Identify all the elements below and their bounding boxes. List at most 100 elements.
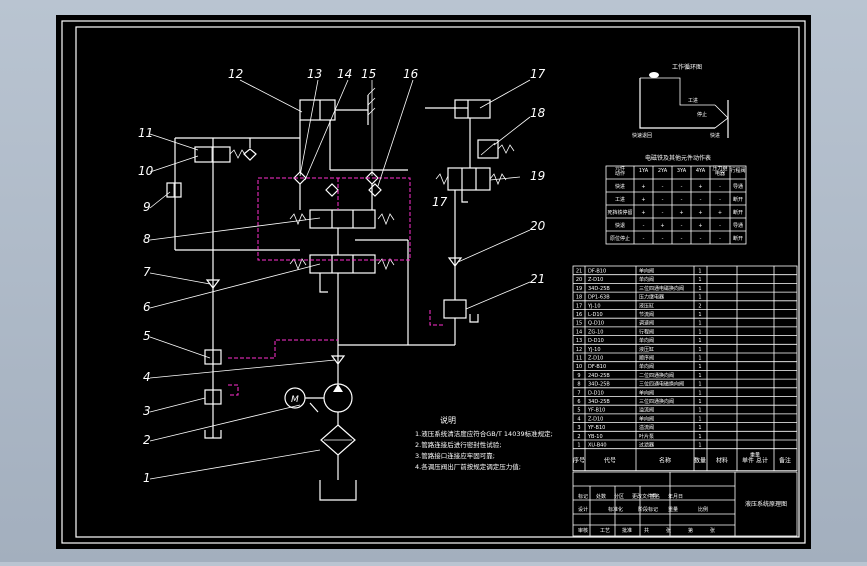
parts-row-number: 18 xyxy=(576,295,582,301)
note-line: 1.液压系统清洁度应符合GB/T 14039标准规定; xyxy=(415,429,553,438)
action-table-cell: + xyxy=(679,210,683,216)
title-block-cell: 审核 xyxy=(578,527,588,534)
label-7: 7 xyxy=(143,265,151,279)
parts-row-number: 12 xyxy=(576,347,582,353)
action-table-cell: - xyxy=(681,236,683,242)
parts-header-cell: 名称 xyxy=(659,457,671,465)
parts-row-name: 单向阀 xyxy=(639,363,654,370)
parts-row-number: 6 xyxy=(577,399,580,405)
label-10: 10 xyxy=(138,164,154,178)
parts-row-number: 19 xyxy=(576,286,582,292)
action-table-cell: + xyxy=(698,223,702,229)
title-block-cell: 比例 xyxy=(698,506,708,513)
title-block-cell: 工艺 xyxy=(600,528,610,534)
parts-row-number: 8 xyxy=(577,382,580,388)
parts-row-name: 溢流阀 xyxy=(639,407,654,414)
parts-row-qty: 1 xyxy=(698,373,701,379)
parts-row-code: Q-D10 xyxy=(588,321,604,327)
cycle-title: 工作循环图 xyxy=(672,63,702,71)
parts-row-code: L-D10 xyxy=(588,312,603,318)
parts-row-number: 14 xyxy=(576,329,582,335)
parts-row-number: 21 xyxy=(576,269,582,275)
action-table-cell: 断开 xyxy=(733,196,743,203)
parts-row-qty: 1 xyxy=(698,390,701,396)
parts-header-cell: 材料 xyxy=(716,457,728,465)
action-table-cell: - xyxy=(662,236,664,242)
action-table-header-cell: 3YA xyxy=(677,168,687,174)
action-table-cell: - xyxy=(681,197,683,203)
parts-row-number: 7 xyxy=(577,390,580,396)
action-table-cell: + xyxy=(660,223,664,229)
parts-row-qty: 1 xyxy=(698,425,701,431)
pilot-lines xyxy=(228,177,444,396)
action-table-cell: - xyxy=(719,197,721,203)
parts-row-name: 顺序阀 xyxy=(639,355,654,362)
action-table-cell: - xyxy=(662,184,664,190)
title-block-cell: 更改文件号 xyxy=(632,493,657,500)
parts-row-number: 11 xyxy=(576,356,582,362)
parts-row-name: 液压缸 xyxy=(639,302,654,309)
parts-row-qty: 1 xyxy=(698,277,701,283)
title-block-cell: 设计 xyxy=(578,506,588,513)
parts-row-qty: 1 xyxy=(698,382,701,388)
label-17b: 17 xyxy=(432,195,448,209)
parts-row-name: 行程阀 xyxy=(639,328,654,335)
parts-header-cell: 单件 xyxy=(742,457,754,465)
parts-row-code: 34D-25B xyxy=(588,399,610,405)
action-table-cell: - xyxy=(719,236,721,242)
parts-row-code: 34D-25B xyxy=(588,286,610,292)
action-table-header-cell: 行程阀 xyxy=(730,167,745,174)
label-18: 18 xyxy=(530,106,546,120)
title-block-cell: 张 xyxy=(666,527,671,534)
action-table-cell: + xyxy=(698,210,702,216)
parts-row-code: DP1-63B xyxy=(588,295,610,301)
parts-row-qty: 1 xyxy=(698,347,701,353)
action-table-cell: - xyxy=(643,223,645,229)
cycle-rapid-back: 快速退回 xyxy=(632,132,652,139)
parts-row-number: 4 xyxy=(577,416,580,422)
parts-row-number: 5 xyxy=(577,408,580,414)
cycle-rapid-forward: 快进 xyxy=(710,132,720,139)
label-17: 17 xyxy=(530,67,546,81)
title-block-cell: 签名 xyxy=(650,493,660,500)
label-4: 4 xyxy=(143,370,151,384)
title-block-cell: 重量 xyxy=(668,506,678,513)
parts-row-number: 10 xyxy=(576,364,582,370)
title-block-cell: 第 xyxy=(688,527,693,534)
action-table-cell: - xyxy=(700,197,702,203)
action-table-cell: - xyxy=(643,236,645,242)
parts-row-number: 1 xyxy=(577,443,580,449)
action-table-header-cell: 动作 xyxy=(615,170,625,177)
parts-row-name: 二位四通换向阀 xyxy=(639,372,674,379)
action-table-cell: + xyxy=(641,210,645,216)
action-table-header-cell: 元件 xyxy=(615,165,625,172)
parts-row-code: YF-B10 xyxy=(587,425,605,431)
parts-row-number: 16 xyxy=(576,312,582,318)
action-table-cell: - xyxy=(662,197,664,203)
parts-header-cell: 总计 xyxy=(756,457,768,465)
parts-row-qty: 1 xyxy=(698,408,701,414)
parts-row-code: 24D-25B xyxy=(588,373,610,379)
title-block-cell: 标记 xyxy=(578,493,588,500)
parts-row-code: YB-10 xyxy=(587,434,603,440)
action-table-cell: - xyxy=(681,184,683,190)
notes-heading: 说明 xyxy=(440,415,456,425)
title-block-cell: 分区 xyxy=(614,493,624,500)
label-11: 11 xyxy=(138,126,153,140)
parts-row-name: 节流阀 xyxy=(639,311,654,318)
label-8: 8 xyxy=(143,232,151,246)
action-table-cell: + xyxy=(641,197,645,203)
parts-row-name: 溢流阀 xyxy=(639,424,654,431)
label-14: 14 xyxy=(337,67,352,81)
action-table-header-cell: 4YA xyxy=(696,168,706,174)
cycle-work: 工进 xyxy=(688,97,698,104)
title-block-cell: 处数 xyxy=(596,493,606,500)
title-block-cell: 张 xyxy=(710,527,715,534)
callout-numbers: 1 2 3 4 5 6 7 8 9 10 11 12 13 14 15 16 1… xyxy=(138,67,546,485)
motor-label: M xyxy=(291,395,299,405)
parts-row-name: 液压缸 xyxy=(639,346,654,353)
action-table-title: 电磁铁及其他元件动作表 xyxy=(645,154,711,162)
